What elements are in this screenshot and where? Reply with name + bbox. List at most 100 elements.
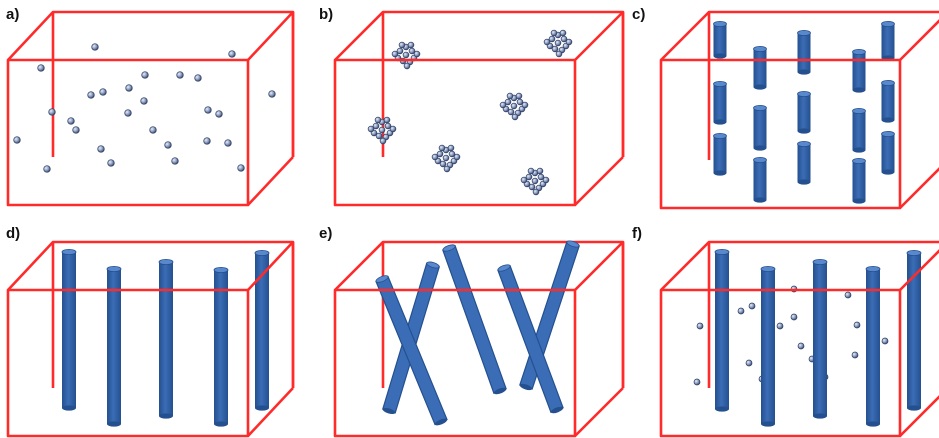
box-front-face: [659, 288, 902, 438]
particle: [141, 71, 149, 79]
cylinder: [881, 20, 895, 61]
cylinder: [61, 248, 77, 411]
cylinder: [812, 259, 828, 419]
cylinder: [213, 267, 229, 427]
tilted-cylinder: [375, 275, 448, 426]
particle: [506, 92, 514, 100]
particle: [204, 106, 212, 114]
cylinder: [906, 249, 922, 411]
particle: [531, 177, 539, 185]
particle: [125, 84, 133, 92]
panel-b: b): [313, 0, 626, 219]
particle: [790, 313, 798, 321]
cylinder: [753, 46, 767, 90]
panel-a-diagram: [6, 10, 295, 207]
particle: [844, 291, 852, 299]
cylinder: [881, 80, 895, 123]
particle: [367, 125, 375, 133]
particle: [448, 150, 456, 158]
box-depth-edges: [7, 241, 295, 437]
box-back-edges: [381, 10, 625, 157]
particle: [554, 39, 562, 47]
particle: [453, 153, 461, 161]
particle: [853, 321, 861, 329]
particle: [237, 164, 245, 172]
panel-e: e): [313, 219, 626, 438]
particle: [107, 159, 115, 167]
box-depth-edges: [334, 241, 625, 437]
panel-d: d): [0, 219, 313, 438]
particle: [375, 132, 383, 140]
particle: [507, 108, 515, 116]
particle: [532, 188, 540, 196]
particle: [97, 145, 105, 153]
particle: [91, 43, 99, 51]
particle: [516, 98, 524, 106]
cylinder: [713, 20, 727, 59]
cylinder: [158, 259, 174, 419]
box-depth-edges: [660, 11, 939, 209]
particle: [124, 109, 132, 117]
particle: [881, 337, 889, 345]
particle: [87, 91, 95, 99]
panel-c-label: c): [632, 6, 646, 23]
particle: [228, 50, 236, 58]
particle: [528, 183, 536, 191]
particle: [378, 126, 386, 134]
panel-e-label: e): [319, 225, 333, 242]
box-back-edges: [707, 10, 939, 160]
particle: [374, 116, 382, 124]
panel-a-label: a): [6, 6, 20, 23]
cylinder: [714, 248, 730, 412]
panel-a: a): [0, 0, 313, 219]
particle: [696, 322, 704, 330]
particle: [559, 29, 567, 37]
particle: [542, 176, 550, 184]
particle: [13, 136, 21, 144]
particle: [550, 29, 558, 37]
particle: [215, 110, 223, 118]
particle: [407, 41, 415, 49]
particle: [164, 141, 172, 149]
particle: [548, 35, 556, 43]
particle: [391, 50, 399, 58]
cylinder: [852, 108, 866, 153]
cylinder: [852, 49, 866, 93]
particle: [176, 71, 184, 79]
panel-f: f): [626, 219, 939, 438]
particle: [99, 88, 107, 96]
particle: [511, 113, 519, 121]
cylinder: [797, 29, 811, 75]
particle: [372, 122, 380, 130]
particle: [560, 35, 568, 43]
particle: [268, 90, 276, 98]
particle: [776, 322, 784, 330]
box-front-face: [659, 58, 902, 210]
particle: [537, 173, 545, 181]
particle: [521, 101, 529, 109]
cylinder: [753, 156, 767, 203]
particle: [413, 50, 421, 58]
particle: [203, 137, 211, 145]
cylinder: [797, 91, 811, 134]
particle: [48, 108, 56, 116]
cylinder: [881, 130, 895, 175]
particle: [745, 359, 753, 367]
particle: [551, 45, 559, 53]
particle: [408, 47, 416, 55]
cylinder: [865, 266, 881, 427]
particle: [510, 102, 518, 110]
panel-f-diagram: [659, 240, 939, 438]
particle: [383, 116, 391, 124]
particle: [431, 153, 439, 161]
particle: [224, 139, 232, 147]
particle: [520, 176, 528, 184]
box-depth-edges: [7, 11, 295, 206]
cylinder: [797, 140, 811, 185]
particle: [442, 154, 450, 162]
tilted-cylinder: [497, 264, 564, 414]
particle: [536, 167, 544, 175]
box-depth-edges: [660, 241, 939, 437]
box-front-face: [6, 288, 250, 438]
particle: [398, 41, 406, 49]
